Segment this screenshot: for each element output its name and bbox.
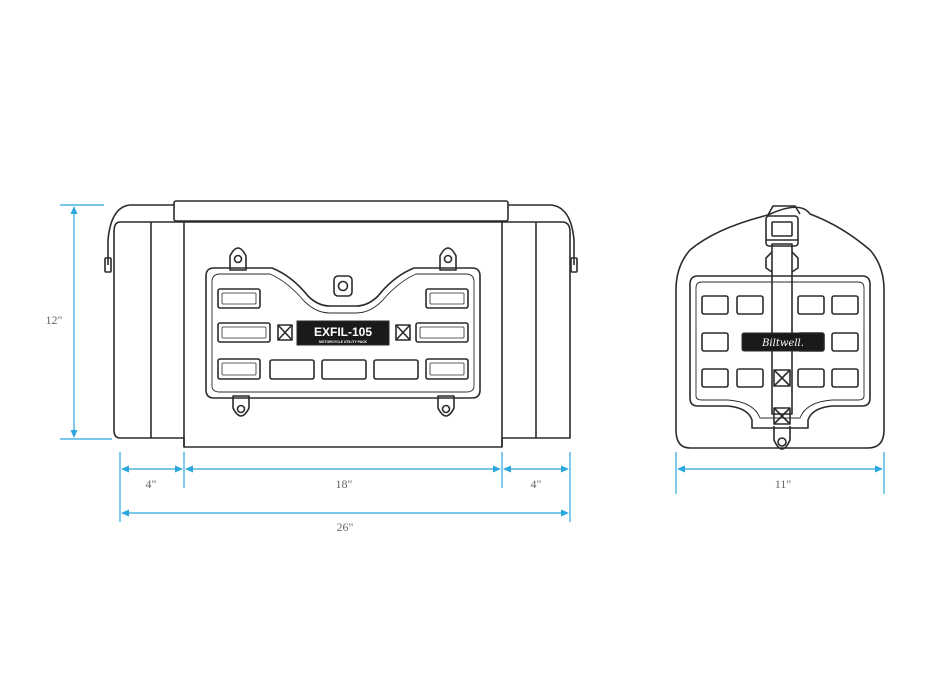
- left-end-width-label: 4": [146, 477, 157, 491]
- arrow: [493, 465, 501, 473]
- molle-loop: [373, 359, 419, 380]
- arrow: [121, 509, 129, 517]
- molle-loop: [831, 368, 859, 388]
- molle-loop: [425, 288, 469, 309]
- side-main-body: [675, 206, 885, 449]
- front-molle-panel-inner: [211, 273, 475, 393]
- molle-loop: [419, 326, 465, 339]
- x-stitch-mark: [277, 324, 293, 341]
- top-left-d-ring: [229, 247, 247, 271]
- brand-label-badge: [296, 320, 390, 346]
- x-stitch: [773, 407, 791, 425]
- logo-label-badge: [741, 332, 825, 352]
- molle-loop: [429, 362, 465, 376]
- height-label: 12": [46, 313, 63, 327]
- overall-width-label: 26": [337, 520, 354, 534]
- molle-loop: [429, 292, 465, 305]
- molle-loop: [831, 295, 859, 315]
- dimension-lines: [60, 204, 885, 522]
- front-view-bag: [104, 200, 578, 448]
- molle-loop: [736, 295, 764, 315]
- x-stitch: [395, 324, 411, 341]
- molle-loop: [221, 326, 267, 339]
- top-right-d-ring: [439, 247, 457, 271]
- molle-loop: [269, 359, 315, 380]
- center-width-label: 18": [336, 477, 353, 491]
- arrow: [121, 465, 129, 473]
- right-end-width-label: 4": [531, 477, 542, 491]
- depth-label: 11": [775, 477, 792, 491]
- molle-loop: [415, 322, 469, 343]
- brand-sublabel-text: MOTORCYCLE UTILITY PACK: [319, 340, 368, 344]
- x-stitch-mark: [773, 407, 791, 425]
- right-handle-curve: [508, 204, 575, 265]
- x-stitch-mark: [773, 369, 791, 387]
- arrow: [677, 465, 685, 473]
- molle-loop: [221, 292, 257, 305]
- side-bottom-ring-hole: [777, 437, 787, 447]
- arrow: [175, 465, 183, 473]
- biltwell-logo-label: Biltwell.: [741, 332, 825, 352]
- arrow: [561, 465, 569, 473]
- x-stitch: [277, 324, 293, 341]
- height-arrow-top: [70, 206, 78, 214]
- bottom-right-d-ring-hole: [441, 404, 451, 414]
- right-handle-clip: [570, 257, 578, 273]
- center-snap-ring: [337, 280, 349, 292]
- molle-loop: [831, 332, 859, 352]
- height-arrow-bottom: [70, 430, 78, 438]
- side-molle-panel: [689, 275, 871, 429]
- molle-loop: [217, 288, 261, 309]
- top-handle: [173, 200, 509, 222]
- molle-loop: [797, 368, 825, 388]
- molle-loop: [701, 332, 729, 352]
- arrow: [875, 465, 883, 473]
- front-molle-panel: [205, 267, 481, 399]
- dimension-labels: 12" 4" 18" 4" 26" 11": [46, 313, 792, 534]
- arrow: [561, 509, 569, 517]
- left-handle-curve: [107, 204, 174, 265]
- center-snap-button: [333, 275, 353, 297]
- side-view-bag: [675, 205, 885, 450]
- left-handle-clip: [104, 257, 112, 273]
- molle-loop: [701, 368, 729, 388]
- side-molle-panel-inner: [695, 281, 865, 419]
- side-top-roll: [767, 205, 801, 216]
- side-strap-buckle: [765, 215, 799, 247]
- arrow: [503, 465, 511, 473]
- logo-label-text: Biltwell.: [761, 338, 804, 349]
- molle-loop: [701, 295, 729, 315]
- molle-loop: [321, 359, 367, 380]
- brand-label-text: EXFIL-105: [314, 325, 372, 339]
- molle-loop: [221, 362, 257, 376]
- strap-keeper-upper: [765, 251, 799, 273]
- bottom-left-d-ring-hole: [236, 404, 246, 414]
- top-left-d-ring-hole: [233, 254, 243, 264]
- arrow: [185, 465, 193, 473]
- side-bottom-ring: [773, 426, 791, 450]
- molle-loop: [425, 358, 469, 380]
- molle-loop: [736, 368, 764, 388]
- side-vertical-strap: [771, 243, 793, 415]
- front-main-body: [113, 221, 571, 448]
- molle-loop: [797, 295, 825, 315]
- x-stitch: [773, 369, 791, 387]
- side-strap-buckle-slot: [771, 221, 793, 237]
- x-stitch-mark: [395, 324, 411, 341]
- molle-loop: [217, 322, 271, 343]
- bottom-left-d-ring: [232, 395, 250, 417]
- exfil-brand-label: EXFIL-105 MOTORCYCLE UTILITY PACK: [296, 320, 390, 346]
- molle-loop: [217, 358, 261, 380]
- bottom-right-d-ring: [437, 395, 455, 417]
- top-right-d-ring-hole: [443, 254, 453, 264]
